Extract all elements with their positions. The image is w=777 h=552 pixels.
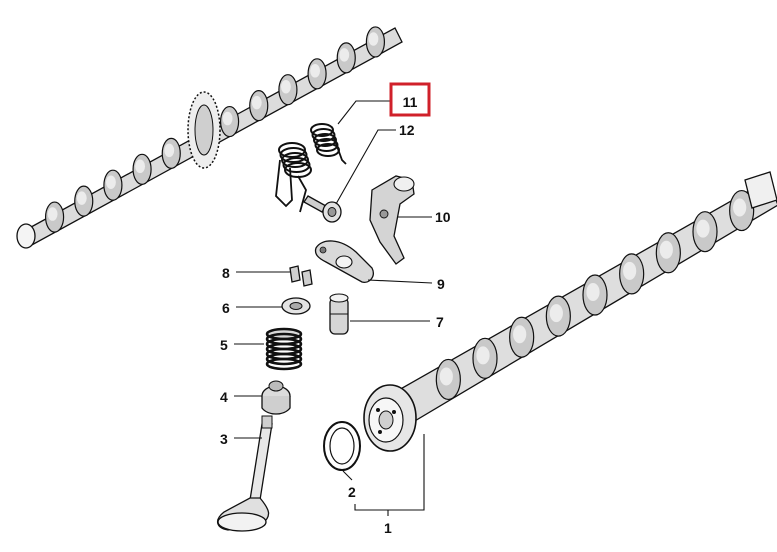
cam-lobe-shine [164, 143, 175, 158]
torsion-coil [282, 157, 311, 173]
cam-lobe-shine [476, 346, 490, 365]
valve [217, 415, 273, 532]
leader-12 [335, 129, 396, 205]
callout-4: 4 [220, 389, 228, 405]
torsion-coil [313, 133, 337, 147]
cam-lobe-shine [733, 198, 747, 217]
spring-coil [265, 352, 303, 366]
callout-5: 5 [220, 337, 228, 353]
callout-7: 7 [436, 314, 444, 330]
cam-lobe-shine [105, 175, 116, 189]
callout-12: 12 [399, 122, 415, 138]
torsion-coil [278, 142, 306, 158]
callout-1: 1 [384, 520, 392, 536]
cam-lobe-shine [280, 79, 291, 94]
lower-cam-lobes [435, 189, 755, 401]
cam-lobe-shine [76, 191, 87, 205]
leader-2 [342, 470, 353, 481]
torsion-leg [275, 159, 293, 208]
cam-lobe-shine [47, 207, 58, 221]
torsion-leg [297, 175, 307, 213]
callout-3: 3 [220, 431, 228, 447]
callout-10: 10 [435, 209, 451, 225]
callout-2: 2 [348, 484, 356, 500]
torsion-coil [311, 128, 336, 142]
cam-lobe-shine [513, 325, 527, 344]
bracket-assembly [369, 175, 415, 265]
callout-6: 6 [222, 300, 230, 316]
leader-11 [337, 100, 390, 125]
cam-lobe-shine [586, 283, 600, 301]
spring-retainer [281, 297, 311, 315]
callout-9: 9 [437, 276, 445, 292]
leader-9 [367, 279, 433, 284]
cam-lobe-shine [549, 304, 563, 323]
spring-coil [265, 357, 303, 371]
cam-lobe-shine [222, 111, 233, 126]
highlight-box [389, 82, 431, 117]
callout-8: 8 [222, 265, 230, 281]
seal-ring [323, 421, 361, 471]
torsion-leg [333, 137, 347, 165]
cam-lobe-shine [623, 261, 637, 280]
hydraulic-lifter [329, 293, 349, 335]
cam-lobe-shine [368, 32, 379, 46]
lower-camshaft [363, 171, 777, 452]
torsion-spring [275, 123, 347, 213]
cam-lobe-shine [339, 48, 350, 62]
callout-11: 11 [403, 94, 418, 110]
roller-rocker-arm [314, 240, 374, 283]
cam-lobe-shine [659, 240, 673, 259]
valve-stem-seal [261, 380, 291, 415]
callouts: 11 12 10 9 7 8 6 5 4 3 2 1 [220, 82, 451, 536]
torsion-coil [310, 123, 334, 137]
valve-keepers [289, 265, 313, 287]
cam-lobe-shine [310, 64, 321, 78]
leader-lines [234, 100, 433, 516]
valve-spring [265, 327, 303, 371]
torsion-coil [279, 147, 308, 163]
cam-lobe-shine [439, 367, 453, 386]
torsion-coil [281, 152, 309, 168]
bolt [303, 195, 342, 223]
leader-1 [354, 434, 425, 511]
cam-lobe-shine [135, 159, 146, 174]
upper-camshaft [16, 26, 403, 249]
cam-lobe-shine [251, 95, 262, 110]
cam-lobe-shine [696, 219, 710, 238]
